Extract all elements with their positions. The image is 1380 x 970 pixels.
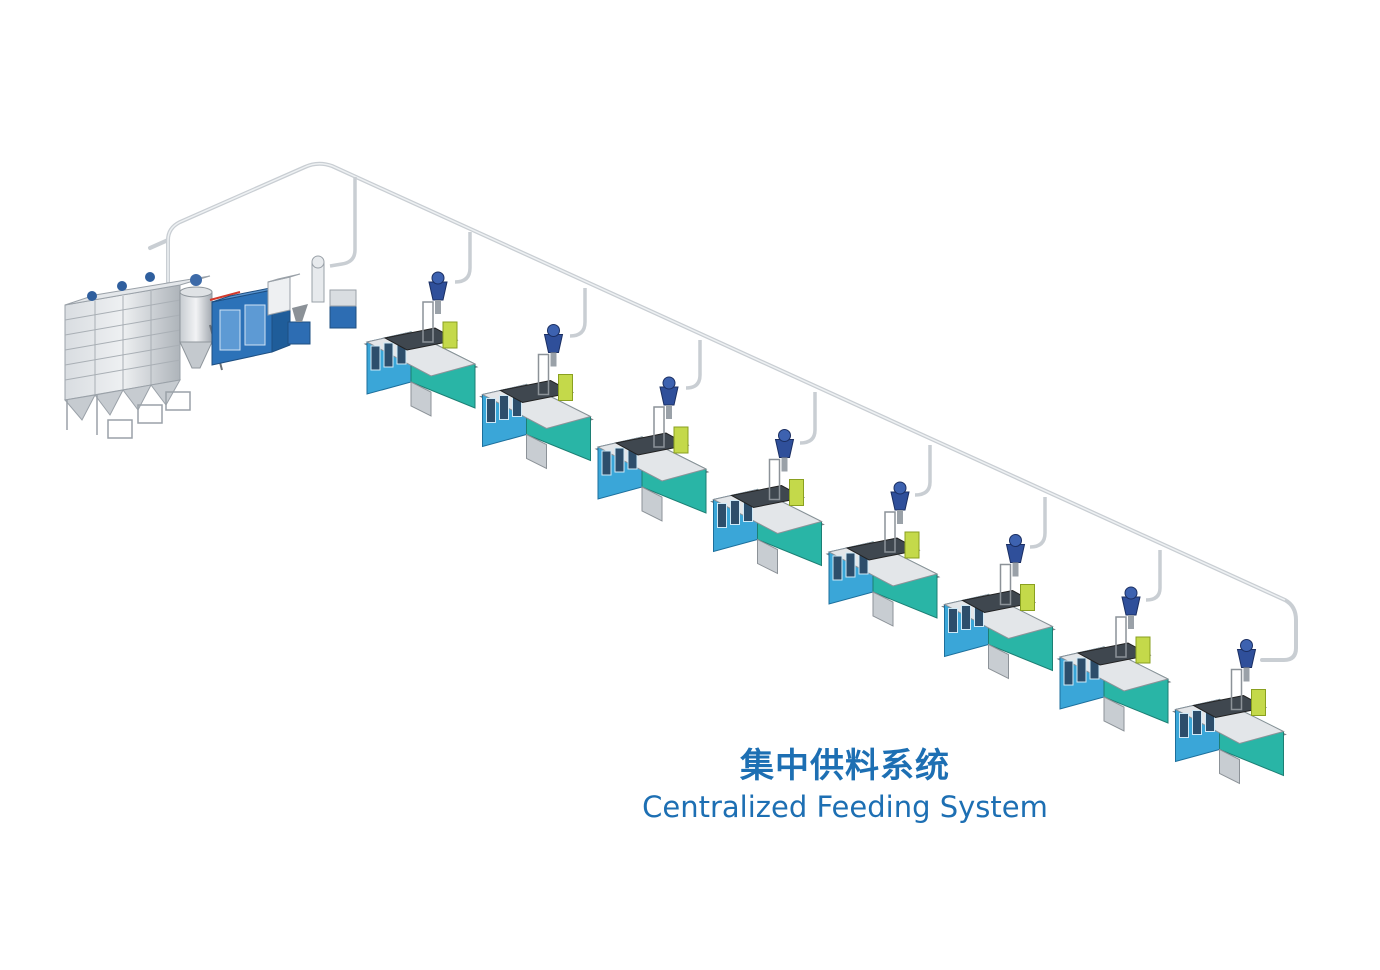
- molding-machine-3: [594, 376, 710, 522]
- system-title-english: Centralized Feeding System: [642, 790, 1048, 824]
- molding-machine-7: [1056, 586, 1172, 732]
- molding-machine-2: [479, 324, 594, 470]
- dryer-tank: [179, 274, 241, 371]
- molding-machine-1: [363, 271, 479, 417]
- molding-machine-6: [941, 534, 1056, 680]
- molding-machine-5: [825, 481, 941, 627]
- dust-collector: [267, 273, 301, 316]
- storage-silos: [64, 272, 211, 439]
- molding-machine-8: [1172, 639, 1287, 785]
- molding-machine-4: [710, 429, 825, 575]
- pipe-highlight: [167, 163, 1286, 601]
- dosing-unit-2: [311, 255, 357, 329]
- molding-machines: [363, 271, 1287, 785]
- system-title-chinese: 集中供料系统: [740, 746, 950, 786]
- main-conveying-pipe: [148, 161, 1298, 662]
- dosing-unit-1: [287, 304, 311, 345]
- branch-pipes: [329, 177, 1162, 602]
